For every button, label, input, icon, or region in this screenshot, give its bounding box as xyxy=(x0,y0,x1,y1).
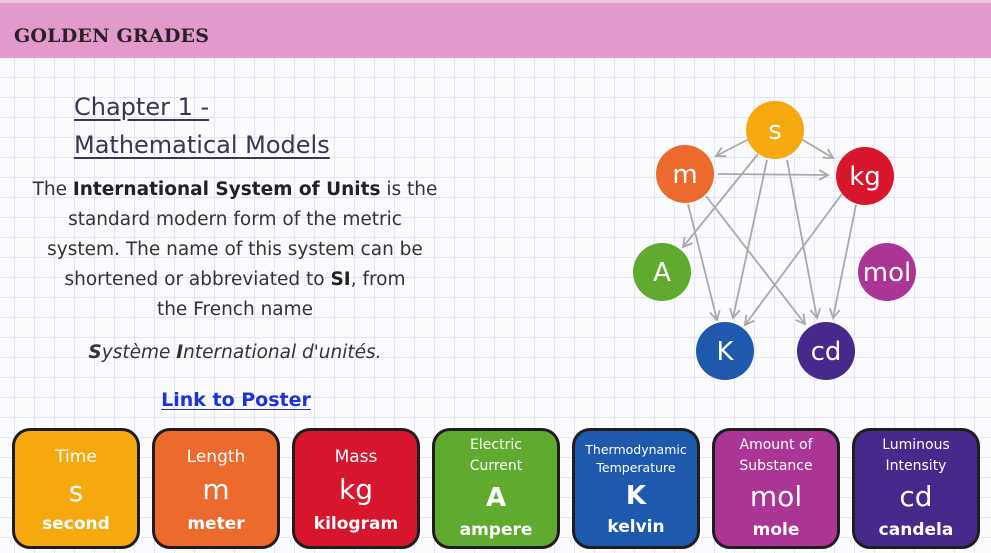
chapter-title-line1: Chapter 1 - xyxy=(74,93,210,121)
node-K-label: K xyxy=(716,337,734,367)
unit-card-thermodynamic-temperature: Thermodynamic Temperature K kelvin xyxy=(572,428,700,549)
intro-line-1: The International System of Units is the xyxy=(20,175,450,205)
chapter-title-line2: Mathematical Models xyxy=(74,131,330,159)
node-mol: mol xyxy=(858,243,916,301)
diagram-edges xyxy=(681,136,857,327)
poster-link[interactable]: Link to Poster xyxy=(161,389,311,411)
unit-name: mole xyxy=(752,520,800,540)
node-A: A xyxy=(633,243,691,301)
node-m: m xyxy=(656,145,714,203)
unit-symbol: K xyxy=(625,481,647,511)
node-cd: cd xyxy=(797,322,855,380)
node-kg-label: kg xyxy=(849,162,881,192)
unit-quantity: Length xyxy=(186,447,246,467)
node-s: s xyxy=(746,101,804,159)
unit-name: candela xyxy=(878,520,954,540)
intro-bold-term: International System of Units xyxy=(72,179,381,200)
node-A-label: A xyxy=(653,258,671,288)
unit-name: second xyxy=(42,514,110,534)
unit-symbol: cd xyxy=(899,480,933,513)
unit-symbol: mol xyxy=(749,480,803,513)
french-initial-s: S xyxy=(88,342,102,363)
diagram-nodes: s m kg A mol K cd xyxy=(633,101,916,380)
edge-s-kg xyxy=(797,136,835,159)
intro-line-3: system. The name of this system can be xyxy=(47,239,423,260)
intro-text: The xyxy=(32,179,73,200)
node-K: K xyxy=(696,322,754,380)
chapter-title: Chapter 1 - Mathematical Models xyxy=(74,88,394,164)
edge-s-A xyxy=(681,153,759,249)
header-bar: GOLDEN GRADES xyxy=(0,0,991,58)
unit-card-length: Length m meter xyxy=(152,428,280,549)
node-cd-circle xyxy=(797,322,855,380)
unit-card-electric-current: Electric Current A ampere xyxy=(432,428,560,549)
unit-quantity-line1: Amount of xyxy=(739,437,813,453)
unit-card-mass: Mass kg kilogram xyxy=(292,428,420,549)
brand-title: GOLDEN GRADES xyxy=(14,25,210,47)
unit-quantity: Time xyxy=(55,447,97,467)
intro-paragraph: The International System of Units is the… xyxy=(20,175,450,325)
intro-text: is the xyxy=(380,179,438,200)
intro-text: , from xyxy=(350,269,406,290)
unit-quantity-line2: Intensity xyxy=(885,458,947,474)
unit-quantity-line1: Luminous xyxy=(882,437,950,453)
unit-quantity-line2: Substance xyxy=(739,458,813,474)
intro-line-4: shortened or abbreviated to SI, from xyxy=(20,265,450,295)
edge-m-kg xyxy=(717,169,830,181)
edge-kg-cd xyxy=(829,204,857,320)
unit-cards-row: Time s second Length m meter Mass kg kil… xyxy=(12,428,982,549)
unit-quantity: Mass xyxy=(334,447,378,467)
unit-card-amount-of-substance: Amount of Substance mol mole xyxy=(712,428,840,549)
intro-text: shortened or abbreviated to xyxy=(64,269,331,290)
edge-m-cd xyxy=(705,195,807,326)
intro-bold-abbrev: SI xyxy=(330,269,351,290)
node-cd-label: cd xyxy=(811,337,842,367)
unit-quantity-line1: Thermodynamic xyxy=(585,442,687,457)
unit-card-luminous-intensity: Luminous Intensity cd candela xyxy=(852,428,980,549)
edge-s-m xyxy=(714,136,754,158)
unit-name: kelvin xyxy=(607,517,665,537)
french-text: ystème xyxy=(101,342,177,363)
french-name: Système International d'unités. xyxy=(20,342,450,363)
edge-s-K xyxy=(729,159,768,320)
french-initial-i: I xyxy=(176,342,184,363)
unit-name: kilogram xyxy=(313,514,399,534)
unit-card-time: Time s second xyxy=(12,428,140,549)
node-m-circle xyxy=(656,145,714,203)
unit-name: meter xyxy=(187,514,245,534)
unit-symbol: kg xyxy=(339,473,373,506)
unit-quantity-line2: Current xyxy=(469,458,523,474)
intro-line-2: standard modern form of the metric xyxy=(68,209,402,230)
french-text: nternational d'unités. xyxy=(183,342,382,363)
edge-s-cd xyxy=(786,159,822,320)
node-mol-circle xyxy=(858,243,916,301)
edge-kg-K xyxy=(743,193,843,327)
node-A-circle xyxy=(633,243,691,301)
node-K-circle xyxy=(696,322,754,380)
unit-symbol: s xyxy=(68,475,84,508)
edge-m-K xyxy=(687,203,721,322)
unit-symbol: A xyxy=(485,483,507,513)
node-s-label: s xyxy=(768,116,782,146)
node-mol-label: mol xyxy=(863,258,911,288)
node-kg-circle xyxy=(836,147,894,205)
intro-line-5: the French name xyxy=(156,299,314,320)
unit-symbol: m xyxy=(202,473,230,506)
node-s-circle xyxy=(746,101,804,159)
unit-quantity-line1: Electric xyxy=(470,437,522,453)
node-m-label: m xyxy=(672,160,697,190)
unit-name: ampere xyxy=(459,520,533,540)
unit-quantity-line2: Temperature xyxy=(596,460,676,475)
node-kg: kg xyxy=(836,147,894,205)
